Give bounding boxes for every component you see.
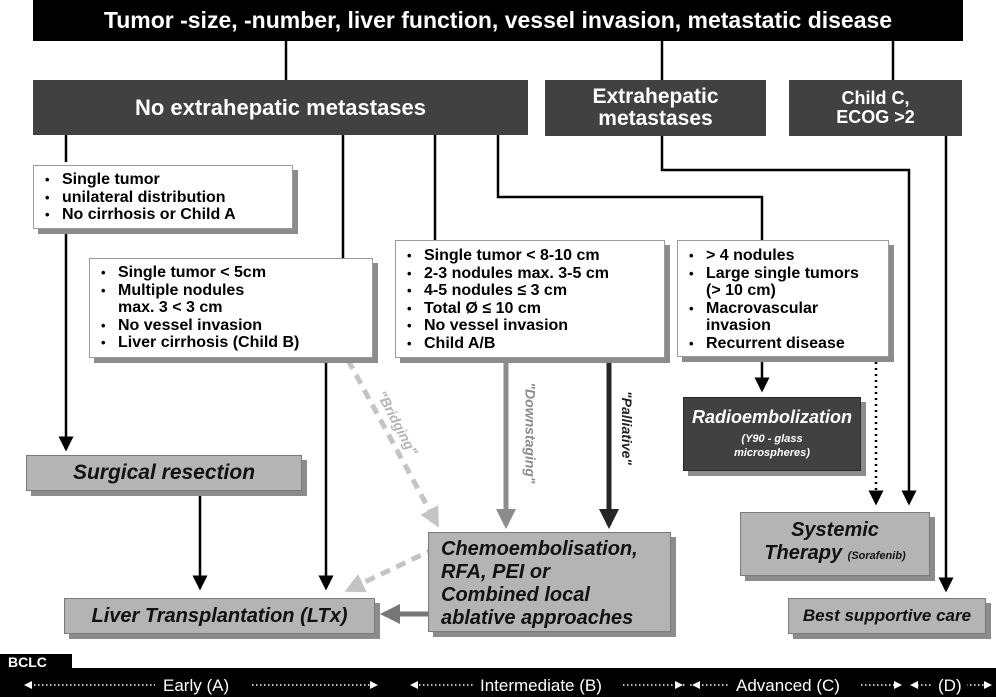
arrow-bridging-to-chemo — [345, 358, 440, 528]
header-criteria-bar: Tumor -size, -number, liver function, ve… — [33, 0, 963, 41]
treatment-best-supportive-care: Best supportive care — [788, 598, 986, 634]
bclc-tab — [0, 654, 72, 670]
chemo-line-2: RFA, PEI or — [441, 561, 550, 583]
surgical-resection-label: Surgical resection — [72, 461, 256, 484]
criteria-box-transplant: Single tumor < 5cm Multiple nodules max.… — [89, 258, 373, 358]
best-supportive-care-label: Best supportive care — [802, 606, 972, 625]
liver-transplantation-label: Liver Transplantation (LTx) — [91, 604, 348, 627]
criteria-item: Single tumor < 8-10 cm — [400, 247, 660, 265]
criteria-item: Child A/B — [400, 335, 660, 353]
label-palliative: "Palliative" — [618, 391, 635, 465]
criteria-box-locoregional: Single tumor < 8-10 cm 2-3 nodules max. … — [395, 240, 665, 358]
branch-childc-line2: ECOG >2 — [836, 107, 915, 127]
label-downstaging: "Downstaging" — [522, 382, 539, 484]
stage-arrowhead — [675, 681, 683, 689]
treatment-surgical-resection: Surgical resection — [26, 455, 302, 491]
criteria-item: unilateral distribution — [38, 189, 288, 207]
chemo-line-1: Chemoembolisation, — [441, 538, 638, 560]
branch-extrahepatic-line2: metastases — [598, 107, 713, 130]
criteria-item: Single tumor — [38, 171, 288, 189]
criteria-item: Multiple nodules max. 3 < 3 cm — [94, 282, 268, 317]
stage-arrowhead — [370, 681, 378, 689]
branch-no-metastases-label: No extrahepatic metastases — [134, 94, 427, 120]
treatment-radioembolization: Radioembolization (Y90 - glass microsphe… — [683, 397, 861, 471]
criteria-item: No cirrhosis or Child A — [38, 206, 288, 224]
chemo-line-3: Combined local — [441, 584, 590, 606]
header-text: Tumor -size, -number, liver function, ve… — [103, 7, 893, 34]
bclc-label: BCLC — [8, 654, 47, 670]
criteria-box-radioembolization: > 4 nodules Large single tumors (> 10 cm… — [677, 240, 889, 357]
stage-terminal: (D) — [933, 676, 967, 696]
radioembolization-subtitle: (Y90 - glass microspheres) — [734, 433, 810, 459]
radioembolization-title: Radioembolization — [691, 407, 852, 427]
criteria-item: Macrovascular invasion — [682, 300, 856, 335]
arrow-bridging-to-ltx — [344, 545, 438, 593]
criteria-item: > 4 nodules — [682, 247, 884, 265]
systemic-line-2: Therapy — [764, 542, 843, 564]
stage-arrowhead — [410, 681, 418, 689]
criteria-item: Total Ø ≤ 10 cm — [400, 300, 660, 318]
chemo-line-4: ablative approaches — [441, 607, 634, 629]
criteria-item: Large single tumors (> 10 cm) — [682, 265, 866, 300]
systemic-subtitle: (Sorafenib) — [847, 550, 906, 562]
criteria-item: No vessel invasion — [94, 317, 368, 335]
stage-advanced: Advanced (C) — [731, 676, 845, 696]
treatment-liver-transplantation: Liver Transplantation (LTx) — [64, 598, 375, 634]
stage-arrowhead — [894, 681, 902, 689]
criteria-box-resection: Single tumor unilateral distribution No … — [33, 165, 293, 229]
stage-arrowhead — [984, 681, 992, 689]
branch-childc: Child C, ECOG >2 — [789, 80, 962, 136]
criteria-item: Liver cirrhosis (Child B) — [94, 334, 368, 352]
connector-to-radio-criteria — [496, 135, 764, 240]
branch-no-metastases: No extrahepatic metastases — [33, 80, 528, 135]
stage-arrowhead — [24, 681, 32, 689]
stage-intermediate: Intermediate (B) — [475, 676, 607, 696]
branch-extrahepatic-line1: Extrahepatic — [592, 84, 719, 108]
systemic-line-1: Systemic — [791, 519, 879, 541]
branch-childc-line1: Child C, — [841, 88, 910, 109]
treatment-systemic-therapy: Systemic Therapy (Sorafenib) — [740, 512, 930, 576]
criteria-item: No vessel invasion — [400, 317, 660, 335]
stage-arrowhead — [910, 681, 918, 689]
criteria-item: Recurrent disease — [682, 335, 884, 353]
branch-extrahepatic: Extrahepatic metastases — [545, 80, 766, 136]
arrow-extrahepatic-to-systemic — [660, 136, 917, 506]
criteria-item: 4-5 nodules ≤ 3 cm — [400, 282, 660, 300]
stage-arrowhead — [692, 681, 700, 689]
treatment-chemoembolisation: Chemoembolisation, RFA, PEI or Combined … — [428, 532, 671, 632]
criteria-item: Single tumor < 5cm — [94, 264, 368, 282]
stage-early: Early (A) — [158, 676, 235, 696]
criteria-item: 2-3 nodules max. 3-5 cm — [400, 265, 660, 283]
